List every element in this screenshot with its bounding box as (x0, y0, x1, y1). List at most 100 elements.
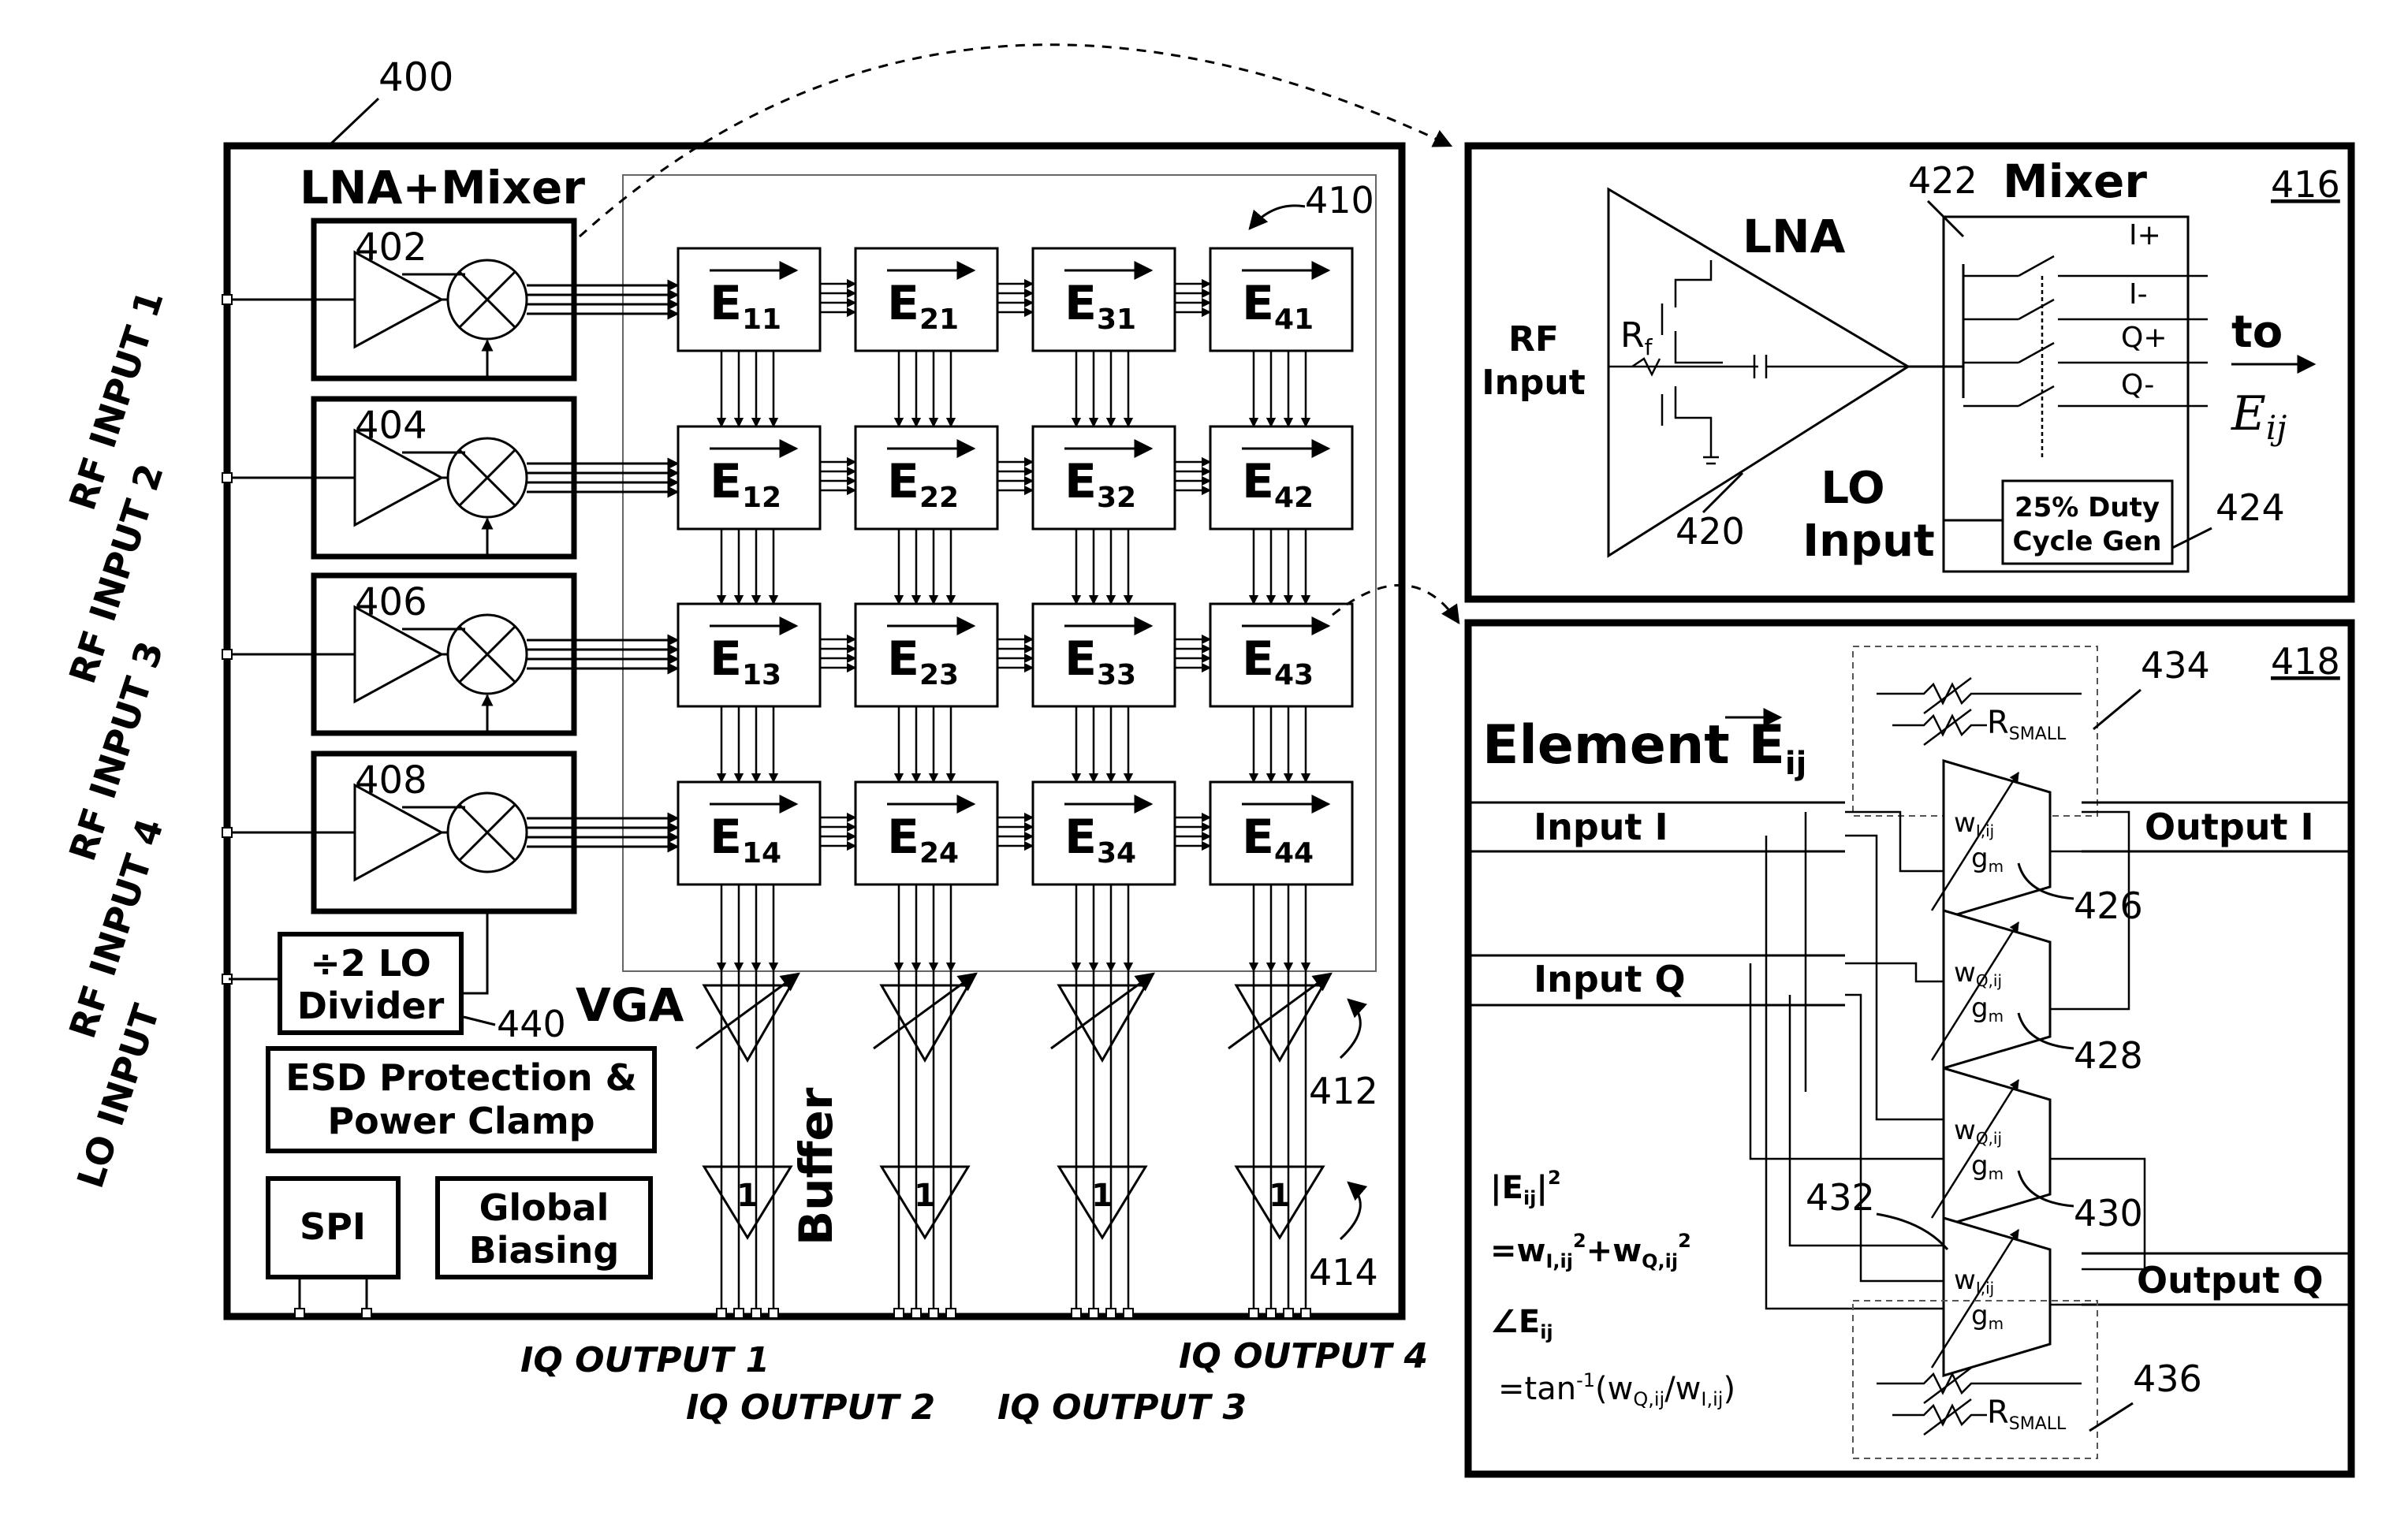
element-cell: E32 (1033, 426, 1210, 604)
element-cell: E13 (678, 604, 855, 782)
eq-magnitude: |Eij|2 (1490, 1167, 1561, 1209)
element-label: E12 (710, 454, 781, 514)
switch-i-plus: I+ (2129, 219, 2161, 251)
gm-ref: 426 (2074, 884, 2143, 927)
gm-amplifier: wQ,ijgm428 (1932, 911, 2143, 1077)
element-cell: E34 (1033, 782, 1210, 971)
element-cell: E14 (678, 782, 855, 971)
switch-q-plus: Q+ (2121, 322, 2168, 354)
to-target: Eij (2231, 386, 2287, 447)
element-cell: E21 (855, 248, 1033, 426)
element-cell: E43 (1210, 604, 1352, 782)
gm-amplifier: wQ,ijgm430 (1932, 1068, 2143, 1234)
lna-mixer-block-3: 406 (229, 575, 574, 733)
switch-i-minus: I- (2129, 278, 2148, 311)
element-grid: E11 E21 E31 E41E12 E22 E32 E42E13 E23 E33 E43E14 E… (678, 248, 1352, 1318)
element-label: E13 (710, 631, 781, 691)
bias-line1: Global (479, 1186, 609, 1229)
buffer-ref: 414 (1309, 1251, 1378, 1294)
vga-buffer-column: 1 (874, 971, 976, 1318)
element-cell: E22 (855, 426, 1033, 604)
element-cell: E31 (1033, 248, 1210, 426)
gm-amplifiers: wI,ijgm426wQ,ijgm428wQ,ijgm430wI,ijgm432 (1806, 761, 2143, 1376)
eq-angle-rhs: =tan-1(wQ,ij/wI,ij) (1498, 1369, 1735, 1410)
iq-output-3: IQ OUTPUT 3 (997, 1387, 1247, 1428)
element-label: E42 (1242, 454, 1314, 514)
duty-line1: 25% Duty (2015, 492, 2160, 523)
rf-resistor-label: Rf (1620, 315, 1653, 360)
input-i-label: Input I (1534, 806, 1668, 848)
element-label: E11 (710, 276, 781, 336)
iq-output-4: IQ OUTPUT 4 (1179, 1336, 1428, 1376)
switch-q-minus: Q- (2121, 369, 2154, 401)
chip-ref: 400 (378, 54, 453, 100)
lna-mixer-block-2: 404 (229, 399, 574, 557)
lna-mixer-block-4: 408 (229, 754, 574, 934)
element-label: E34 (1064, 810, 1136, 870)
lna-mixer-blocks: 402 404 406 (229, 221, 678, 934)
divider-line1: ÷2 LO (310, 942, 431, 985)
output-i-label: Output I (2145, 806, 2314, 848)
element-cell: E33 (1033, 604, 1210, 782)
element-label: E32 (1064, 454, 1136, 514)
bias-line2: Biasing (469, 1229, 620, 1272)
element-label: E43 (1242, 631, 1314, 691)
duty-ref: 424 (2216, 486, 2285, 529)
rf-input-line1: RF (1508, 319, 1559, 359)
lna-label: LNA (1743, 210, 1845, 263)
gm-ref: 428 (2074, 1034, 2143, 1077)
lna-ref-404: 404 (355, 404, 427, 448)
element-cell: E44 (1210, 782, 1352, 971)
buffer-gain: 1 (1269, 1178, 1291, 1214)
lna-ref-406: 406 (355, 580, 427, 624)
element-label: E22 (887, 454, 959, 514)
iq-output-2: IQ OUTPUT 2 (686, 1387, 935, 1428)
element-cell: E42 (1210, 426, 1352, 604)
rsmall-bottom-label: RSMALL (1987, 1395, 2067, 1434)
rf-input-labels: RF INPUT 1 RF INPUT 2 RF INPUT 3 RF INPU… (61, 285, 232, 1193)
element-cell: E11 (678, 248, 855, 426)
duty-line2: Cycle Gen (2013, 526, 2162, 557)
element-cell: E24 (855, 782, 1033, 971)
spi-label: SPI (300, 1205, 366, 1248)
element-label: E44 (1242, 810, 1314, 870)
element-cell: E41 (1210, 248, 1352, 426)
gm-ref: 432 (1806, 1176, 1875, 1219)
iq-output-1: IQ OUTPUT 1 (520, 1340, 770, 1380)
esd-block: ESD Protection & Power Clamp (268, 1048, 654, 1151)
element-label: E14 (710, 810, 781, 870)
element-label: E23 (887, 631, 959, 691)
buffer-gain: 1 (914, 1178, 936, 1214)
lna-mixer-block-1: 402 (229, 221, 574, 378)
gm-amplifier: wI,ijgm426 (1932, 761, 2143, 927)
lna-ref: 420 (1676, 510, 1745, 553)
lna-mixer-detail-panel: 416 LNA 420 Rf RF Input LO Input Mixer 4 (1468, 146, 2351, 599)
element-cell: E23 (855, 604, 1033, 782)
rf-input-line2: Input (1482, 363, 1586, 403)
element-title: Element Eij (1482, 714, 1806, 782)
buffer-gain: 1 (1091, 1178, 1113, 1214)
vga-ref: 412 (1309, 1070, 1378, 1112)
res-ref-434: 434 (2141, 644, 2210, 687)
element-detail-panel: 418 Element Eij RSMALL 434 Input I Input… (1468, 623, 2351, 1474)
mixer-label: Mixer (2003, 155, 2147, 208)
element-label: E33 (1064, 631, 1136, 691)
buffer-label: Buffer (789, 1087, 843, 1246)
lna-ref-402: 402 (355, 225, 427, 270)
esd-line1: ESD Protection & (285, 1056, 636, 1099)
array-ref: 410 (1305, 179, 1374, 222)
lna-mixer-title: LNA+Mixer (300, 161, 585, 214)
esd-line2: Power Clamp (327, 1100, 595, 1142)
element-label: E21 (887, 276, 959, 336)
rsmall-top-label: RSMALL (1987, 705, 2067, 744)
vga-buffer-column: 1 (1051, 971, 1154, 1318)
element-label: E41 (1242, 276, 1314, 336)
buffer-gain: 1 (736, 1178, 759, 1214)
to-label: to (2231, 307, 2283, 358)
panel-416-ref: 416 (2271, 163, 2340, 206)
element-cell: E12 (678, 426, 855, 604)
lna-ref-408: 408 (355, 758, 427, 803)
input-q-label: Input Q (1534, 958, 1686, 1000)
element-label: E24 (887, 810, 959, 870)
